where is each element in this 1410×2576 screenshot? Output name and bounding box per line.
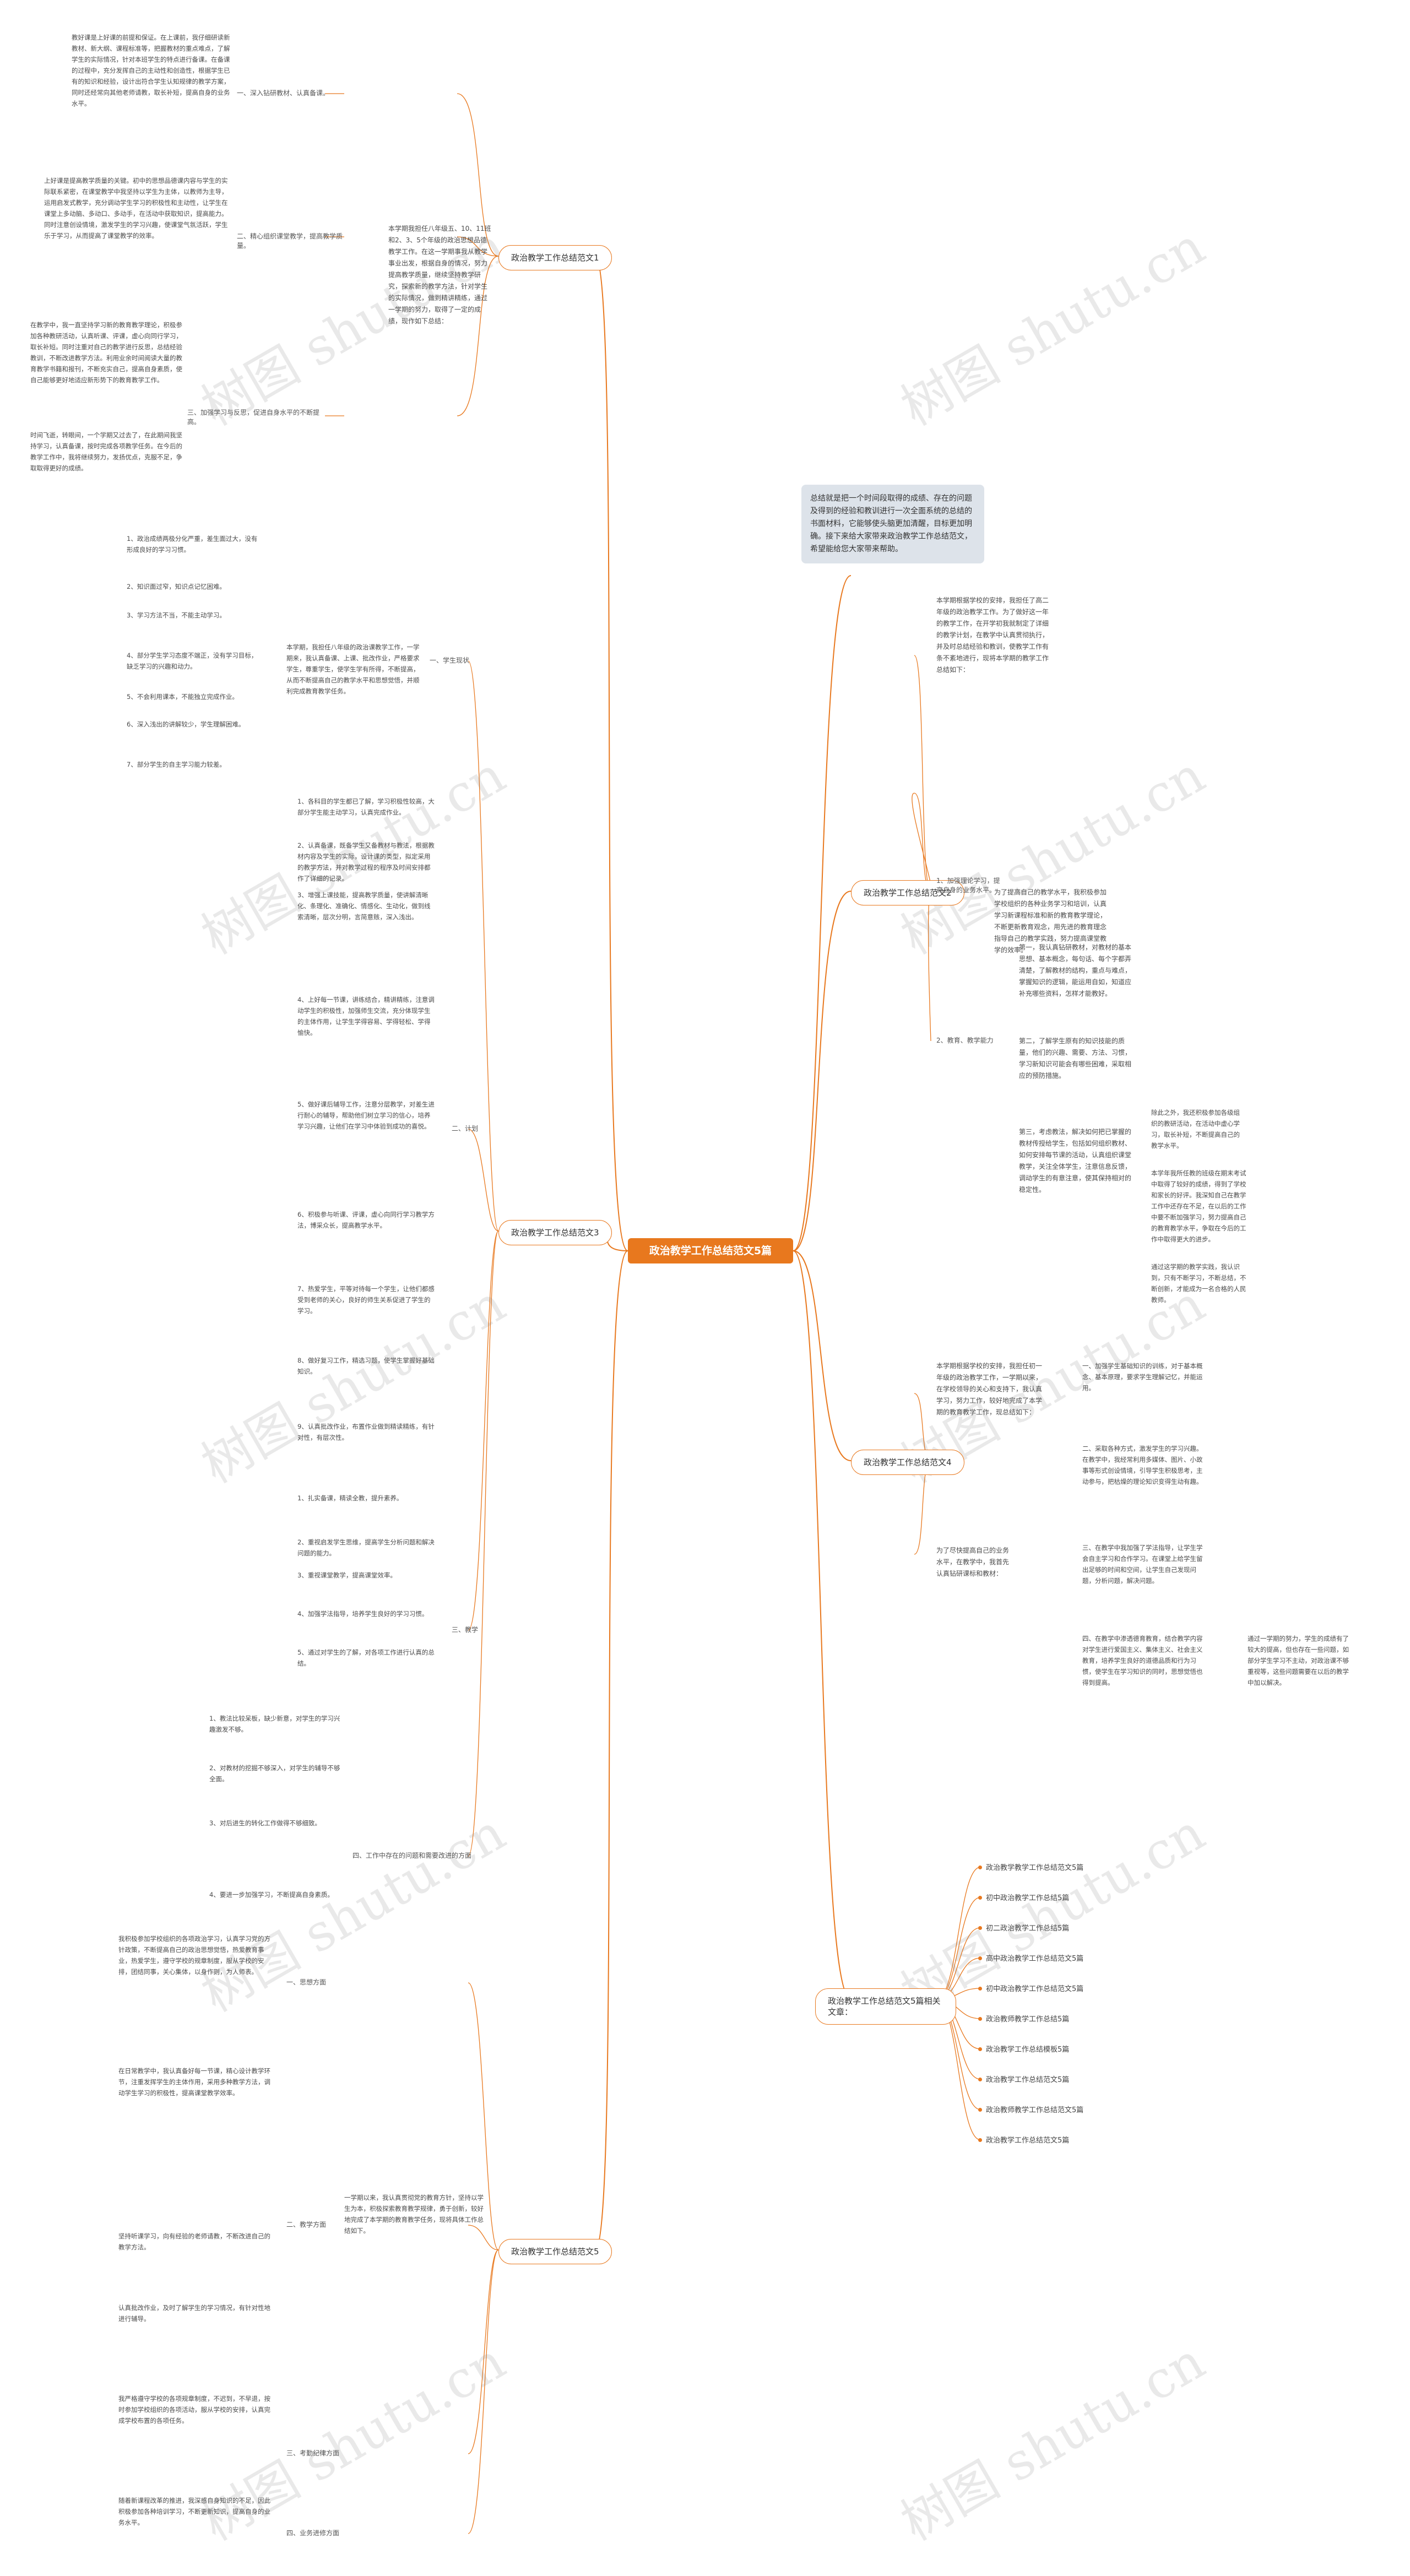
b3-s1-label[interactable]: 一、学生现状 [430,657,470,664]
b3-s2-item-5: 5、做好课后辅导工作，注意分层教学，对差生进行耐心的辅导，帮助他们树立学习的信心… [297,1100,435,1130]
b1-extra-text: 时间飞逝，转眼间，一个学期又过去了，在此期间我坚持学习，认真备课，按时完成各项教… [30,431,182,472]
branch-fanwen-5[interactable]: 政治教学工作总结范文5 [498,2239,612,2264]
b1-intro: 本学期我担任八年级五、10、11班和2、3、5个年级的政治思想品德教学工作。在这… [388,225,491,325]
b5-s1-text: 我积极参加学校组织的各项政治学习，认真学习党的方针政策，不断提高自己的政治思想觉… [118,1935,270,1976]
bullet-dot [978,2078,982,2081]
b1-item-1-text: 教好课是上好课的前提和保证。在上课前，我仔细研读新教材、新大纲、课程标准等，把握… [72,34,230,107]
b3-s2-item-7: 7、热爱学生，平等对待每一个学生，让他们都感受到老师的关心，良好的师生关系促进了… [297,1285,435,1315]
b1-item-1-label[interactable]: 一、深入钻研教材、认真备课。 [237,89,330,97]
b5-s3-label[interactable]: 三、考勤纪律方面 [286,2449,340,2457]
summary-note[interactable]: 总结就是把一个时间段取得的成绩、存在的问题及得到的经验和教训进行一次全面系统的总… [801,485,984,563]
branch-fanwen-2[interactable]: 政治教学工作总结范文2 [851,880,964,905]
related-link[interactable]: 初中政治教学工作总结5篇 [986,1894,1070,1902]
b3-s4-item-3: 3、对后进生的转化工作做得不够细致。 [209,1819,321,1827]
b2-sidebox-1: 除此之外，我还积极参加各级组织的教研活动，在活动中虚心学习，取长补短，不断提高自… [1151,1109,1240,1149]
b3-s3-item-5: 5、通过对学生的了解，对各项工作进行认真的总结。 [297,1648,435,1667]
b3-s3-label[interactable]: 三、教学 [452,1626,479,1634]
b5-intro: 一学期以来，我认真贯彻党的教育方针，坚持以学生为本，积极探索教育教学规律，勇于创… [344,2194,484,2235]
branch-related-articles[interactable]: 政治教学工作总结范文5篇相关文章： [815,1988,956,2025]
b3-s2-item-2: 2、认真备课，既备学生又备教材与教法，根据教材内容及学生的实际，设计课的类型，拟… [297,842,435,882]
b4-para-2: 二、采取各种方式，激发学生的学习兴趣。在教学中，我经常利用多媒体、图片、小故事等… [1082,1445,1203,1485]
b2-sidebox-2: 本学年我所任教的班级在期末考试中取得了较好的成绩，得到了学校和家长的好评。我深知… [1151,1169,1246,1243]
b1-item-2-text: 上好课是提高教学质量的关键。初中的思想品德课内容与学生的实际联系紧密，在课堂教学… [44,177,228,240]
b3-s3-item-1: 1、扎实备课，精读全教，提升素养。 [297,1494,403,1502]
b3-s3-item-2: 2、重视启发学生思维，提高学生分析问题和解决问题的能力。 [297,1538,435,1557]
bullet-dot [978,1956,982,1960]
branch-fanwen-3[interactable]: 政治教学工作总结范文3 [498,1220,612,1245]
related-link[interactable]: 政治教学工作总结范文5篇 [986,2076,1070,2084]
b4-para-3: 三、在教学中我加强了学法指导，让学生学会自主学习和合作学习。在课堂上给学生留出足… [1082,1544,1203,1585]
b3-s2-label[interactable]: 二、计划 [452,1125,479,1132]
b3-s3-item-3: 3、重视课堂教学，提高课堂效率。 [297,1571,397,1579]
b2-item-2-label[interactable]: 2、教育、教学能力 [936,1037,994,1044]
bullet-dot [978,2047,982,2051]
b5-s2-label[interactable]: 二、教学方面 [286,2221,327,2228]
b5-s2-item-3: 认真批改作业，及时了解学生的学习情况，有针对性地进行辅导。 [118,2304,270,2323]
b3-s1-item-6: 6、深入浅出的讲解较少，学生理解困难。 [127,720,245,728]
b3-s4-item-4: 4、要进一步加强学习，不断提高自身素质。 [209,1891,334,1899]
b3-s1-item-7: 7、部分学生的自主学习能力较差。 [127,761,226,768]
b2-para-3: 第三，考虑教法，解决如何把已掌握的教材传授给学生，包括如何组织教材、如何安排每节… [1019,1128,1132,1194]
b2-para-2: 第二，了解学生原有的知识技能的质量，他们的兴趣、需要、方法、习惯，学习新知识可能… [1019,1037,1132,1080]
bullet-dot [978,2138,982,2142]
bullet-dot [978,1896,982,1900]
b3-s2-item-3: 3、增强上课技能，提高教学质量，使讲解清晰化、条理化、准确化、情感化、生动化，做… [297,891,431,921]
related-link[interactable]: 初二政治教学工作总结5篇 [986,1924,1070,1933]
b3-s2-item-1: 1、各科目的学生都已了解，学习积极性较高，大部分学生能主动学习，认真完成作业。 [297,798,435,816]
root-topic[interactable]: 政治教学工作总结范文5篇 [628,1238,793,1263]
branch-fanwen-1[interactable]: 政治教学工作总结范文1 [498,245,612,270]
b2-item-1-label[interactable]: 1、加强理论学习，提高自身的业务水平。 [936,877,1000,894]
related-link[interactable]: 政治教师教学工作总结5篇 [986,2015,1070,2024]
b2-intro: 本学期根据学校的安排，我担任了高二年级的政治教学工作。为了做好这一年的教学工作，… [936,596,1049,674]
branch-fanwen-4[interactable]: 政治教学工作总结范文4 [851,1450,964,1475]
b3-s4-item-2: 2、对教材的挖掘不够深入，对学生的辅导不够全面。 [209,1764,340,1783]
b5-s1-label[interactable]: 一、思想方面 [286,1978,327,1986]
b4-lead: 为了尽快提高自己的业务水平，在教学中，我首先认真钻研课标和教材： [936,1547,1010,1577]
b3-s2-item-9: 9、认真批改作业，布置作业做到精读精练，有针对性，有层次性。 [297,1423,435,1441]
b5-s4-text: 随着新课程改革的推进，我深感自身知识的不足，因此积极参加各种培训学习，不断更新知… [118,2497,270,2526]
related-link[interactable]: 政治教学工作总结范文5篇 [986,2136,1070,2145]
bullet-dot [978,2108,982,2112]
b4-para-1: 一、加强学生基础知识的训练，对于基本概念、基本原理，要求学生理解记忆，并能运用。 [1082,1362,1203,1392]
b3-s1-item-3: 3、学习方法不当，不能主动学习。 [127,611,226,619]
b3-intro: 本学期，我担任八年级的政治课教学工作，一学期来，我认真备课、上课、批改作业，严格… [286,643,420,695]
b5-s3-text: 我严格遵守学校的各项规章制度，不迟到，不早退，按时参加学校组织的各项活动，服从学… [118,2395,270,2425]
b2-para-1: 第一，我认真钻研教材，对教材的基本思想、基本概念，每句话、每个字都弄清楚，了解教… [1019,943,1132,997]
b5-s2-item-1: 在日常教学中，我认真备好每一节课，精心设计教学环节，注重发挥学生的主体作用，采用… [118,2067,270,2097]
b3-s1-item-5: 5、不会利用课本，不能独立完成作业。 [127,693,238,701]
b1-item-3-label[interactable]: 三、加强学习与反思，促进自身水平的不断提高。 [187,409,320,426]
b1-item-2-label[interactable]: 二、精心组织课堂教学，提高教学质量。 [237,232,343,250]
b2-item-1-text: 为了提高自己的教学水平，我积极参加学校组织的各种业务学习和培训，认真学习新课程标… [994,888,1107,954]
bullet-dot [978,1926,982,1930]
b4-side: 通过一学期的努力，学生的成绩有了较大的提高，但也存在一些问题，如部分学生学习不主… [1248,1635,1349,1686]
b3-s2-item-6: 6、积极参与听课、评课，虚心向同行学习教学方法，博采众长，提高教学水平。 [297,1211,435,1229]
bullet-dot [978,2017,982,2021]
related-link[interactable]: 政治教学教学工作总结范文5篇 [986,1864,1084,1872]
related-link[interactable]: 初中政治教学工作总结范文5篇 [986,1985,1084,1993]
bullet-dot [978,1987,982,1991]
b5-s2-item-2: 坚持听课学习，向有经验的老师请教，不断改进自己的教学方法。 [118,2232,270,2251]
b3-s2-item-8: 8、做好复习工作，精选习题，使学生掌握好基础知识。 [297,1357,435,1375]
b3-s1-item-4: 4、部分学生学习态度不端正，没有学习目标，缺乏学习的兴趣和动力。 [127,652,258,670]
related-link[interactable]: 政治教学工作总结模板5篇 [986,2046,1070,2054]
related-link[interactable]: 高中政治教学工作总结范文5篇 [986,1955,1084,1963]
b5-s4-label[interactable]: 四、业务进修方面 [286,2529,340,2537]
b3-s4-item-1: 1、教法比较呆板，缺少新意，对学生的学习兴趣激发不够。 [209,1715,340,1733]
b4-para-4: 四、在教学中渗透德育教育，结合教学内容对学生进行爱国主义、集体主义、社会主义教育… [1082,1635,1203,1686]
b2-sidebox-3: 通过这学期的教学实践，我认识到，只有不断学习，不断总结，不断创新，才能成为一名合… [1151,1263,1246,1304]
bullet-dot [978,1865,982,1869]
b3-s3-item-4: 4、加强学法指导，培养学生良好的学习习惯。 [297,1610,429,1618]
b3-s4-label[interactable]: 四、工作中存在的问题和需要改进的方面 [352,1852,472,1859]
b3-s1-item-2: 2、知识面过窄，知识点记忆困难。 [127,583,226,590]
b3-s2-item-4: 4、上好每一节课，讲练结合，精讲精练，注意调动学生的积极性，加强师生交流，充分体… [297,996,435,1037]
b1-item-3-text: 在教学中，我一直坚持学习新的教育教学理论，积极参加各种教研活动，认真听课、评课，… [30,321,182,384]
b4-intro: 本学期根据学校的安排，我担任初一年级的政治教学工作，一学期以来，在学校领导的关心… [936,1362,1043,1416]
b3-s1-item-1: 1、政治成绩两极分化严重，差生面过大，没有形成良好的学习习惯。 [127,535,258,554]
related-link[interactable]: 政治教师教学工作总结范文5篇 [986,2106,1084,2114]
